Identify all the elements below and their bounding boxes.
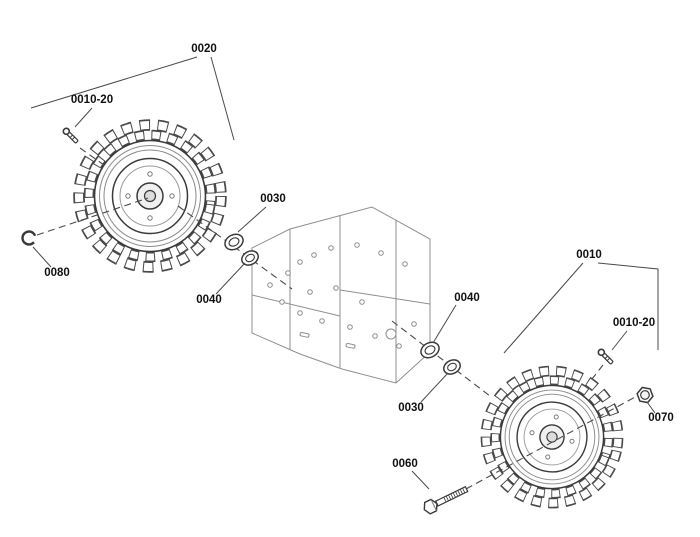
part-label-retaining-ring: 0080 xyxy=(44,267,70,279)
part-label-left-washer-inner: 0030 xyxy=(260,193,286,205)
part-label-left-washer-outer: 0040 xyxy=(196,294,222,306)
leader-0020-left xyxy=(30,56,198,109)
frame-holes xyxy=(267,242,417,349)
hex-bolt xyxy=(423,485,469,515)
hex-nut xyxy=(636,386,654,404)
right-wheel xyxy=(474,359,631,516)
washer-0030-left xyxy=(224,233,244,251)
leader-0040-left xyxy=(215,262,246,295)
part-label-hex-nut: 0070 xyxy=(648,412,674,424)
klik-pin-right xyxy=(596,347,615,366)
leader-0010-20-left xyxy=(74,107,93,128)
klik-pin-left xyxy=(61,126,80,145)
leader-0030-left xyxy=(237,206,267,233)
leader-lines xyxy=(30,56,659,490)
frame-panel xyxy=(251,206,431,384)
washer-0040-left xyxy=(241,250,259,266)
axis-bolt-to-nut xyxy=(465,395,638,490)
leader-0010-right xyxy=(597,262,659,350)
leader-0010-20-right xyxy=(611,330,628,351)
leader-0040-right xyxy=(432,304,457,344)
axis-right-pin xyxy=(591,364,604,380)
axis-left-ring-to-hub xyxy=(36,197,149,236)
axis-right-frame-to-wheel xyxy=(391,320,491,397)
leader-0080 xyxy=(32,246,52,268)
part-label-right-washer-inner: 0040 xyxy=(454,292,480,304)
leader-0060 xyxy=(411,470,430,490)
part-label-right-wheel-assembly: 0010 xyxy=(576,249,602,261)
leader-0020-right xyxy=(210,56,235,141)
axis-left-pin xyxy=(79,147,105,166)
leader-0030-right xyxy=(420,372,449,403)
retaining-ring xyxy=(21,230,37,246)
part-label-left-wheel-assembly: 0020 xyxy=(191,43,217,55)
part-label-right-washer-outer: 0030 xyxy=(398,402,424,414)
leader-0010-left xyxy=(503,262,584,354)
part-label-left-klik-pin: 0010-20 xyxy=(71,94,113,106)
part-label-axle-bolt: 0060 xyxy=(392,458,418,470)
leader-0070 xyxy=(646,401,656,414)
washer-0040-right xyxy=(420,341,440,359)
left-wheel xyxy=(79,125,221,267)
washer-0030-right xyxy=(443,359,461,375)
part-label-right-klik-pin: 0010-20 xyxy=(613,317,655,329)
